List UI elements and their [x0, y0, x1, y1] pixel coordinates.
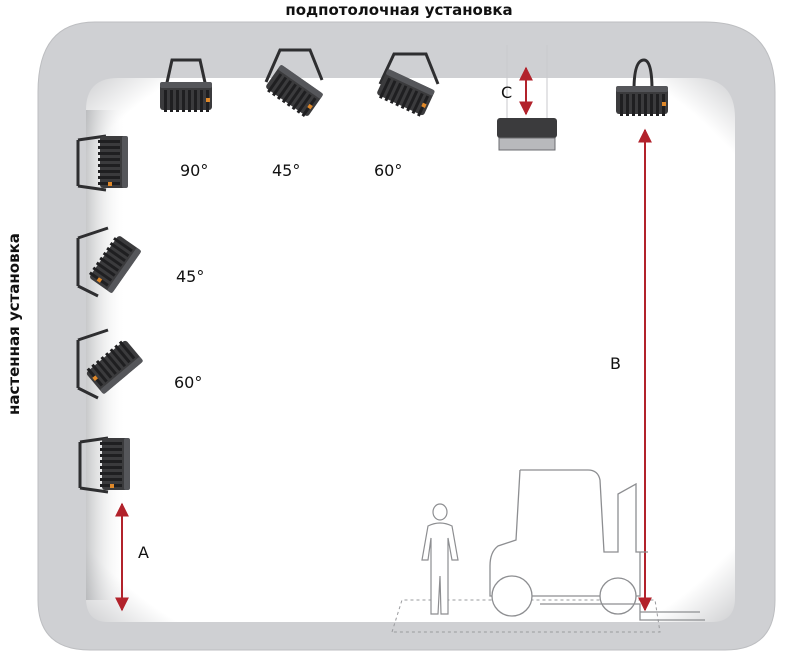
ceiling-fixture-45 — [263, 48, 324, 119]
wall-fixture-90 — [76, 134, 128, 192]
ceiling-fixture-60 — [375, 52, 440, 118]
room-interior — [86, 78, 735, 622]
person-silhouette — [421, 503, 459, 615]
dimension-a-label: A — [138, 543, 149, 562]
forklift-outline — [489, 469, 705, 621]
floor-area-outline — [391, 599, 661, 633]
wall-angle-60-label: 60° — [174, 373, 203, 392]
dimension-b-label: B — [610, 354, 621, 373]
pendant-fixture — [616, 58, 668, 116]
ceiling-fixture-90 — [160, 58, 212, 112]
wall-fixture-bottom — [78, 436, 130, 494]
wall-fixture-60 — [76, 328, 144, 400]
ceiling-angle-60-label: 60° — [374, 161, 403, 180]
wall-fixture-45 — [76, 226, 142, 298]
wall-angle-45-label: 45° — [176, 267, 205, 286]
suspended-fixture — [497, 45, 557, 151]
dimension-c-label: C — [501, 83, 513, 102]
ceiling-angle-45-label: 45° — [272, 161, 301, 180]
ceiling-mount-title: подпотолочная установка — [285, 1, 513, 19]
ceiling-angle-90-label: 90° — [180, 161, 209, 180]
